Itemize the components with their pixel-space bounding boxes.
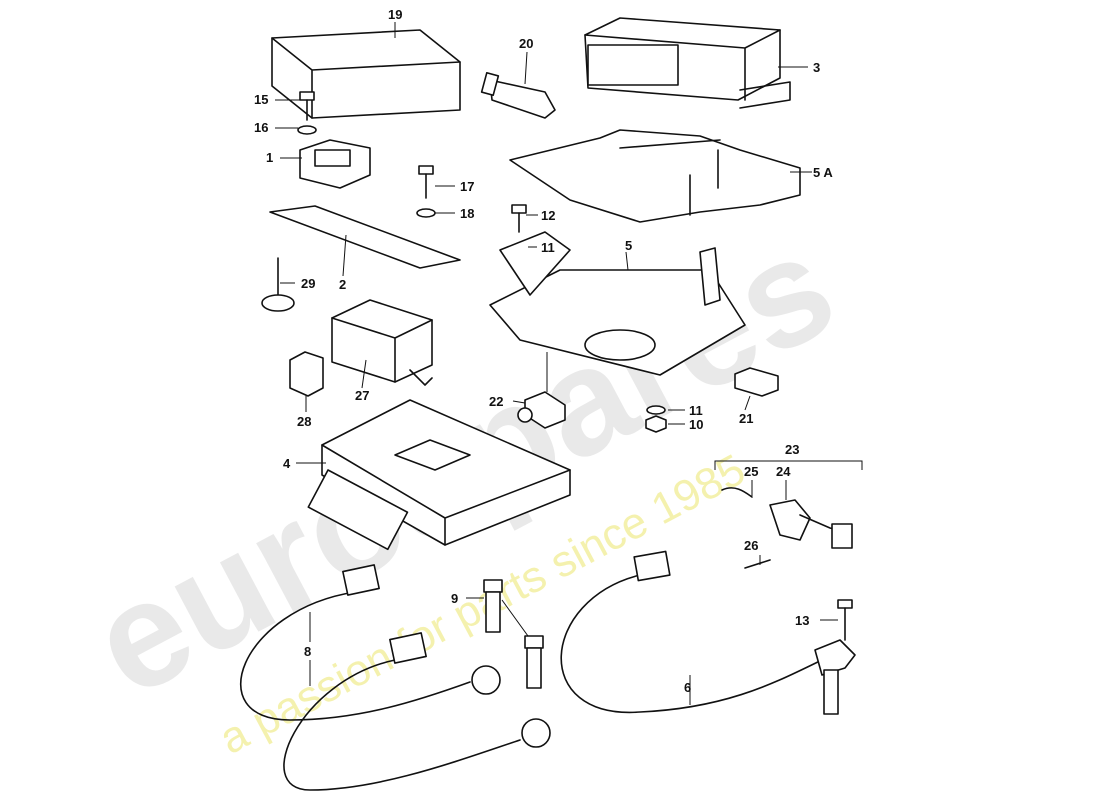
part-10-nut [645, 415, 667, 433]
part-16-washer [297, 125, 317, 135]
part-21-connector [734, 367, 779, 397]
part-5a-mounting-plate [509, 129, 801, 223]
callout-11-top: 11 [541, 240, 555, 255]
part-1-module [299, 139, 371, 189]
callout-29: 29 [301, 276, 315, 291]
callouts: 19 20 3 15 16 1 5 A 17 18 12 11 5 29 2 2… [254, 7, 833, 695]
callout-13: 13 [795, 613, 809, 628]
callout-17: 17 [460, 179, 474, 194]
part-9-bolts [483, 579, 544, 689]
callout-3: 3 [813, 60, 820, 75]
callout-18: 18 [460, 206, 474, 221]
part-26-screw [744, 559, 771, 569]
callout-27: 27 [355, 388, 369, 403]
part-6-speed-sensor-cable [560, 550, 856, 715]
part-8-knock-sensor-cables [239, 564, 551, 791]
callout-25: 25 [744, 464, 758, 479]
callout-5a: 5 A [813, 165, 833, 180]
part-18-washer [416, 208, 436, 218]
part-23-sensor-assembly [714, 460, 863, 549]
callout-2: 2 [339, 277, 346, 292]
part-5-bracket [489, 231, 746, 376]
callout-10: 10 [689, 417, 703, 432]
callout-24: 24 [776, 464, 791, 479]
part-28-relay [289, 351, 324, 397]
callout-21: 21 [739, 411, 753, 426]
callout-20: 20 [519, 36, 533, 51]
part-3-control-unit [584, 17, 791, 109]
callout-15: 15 [254, 92, 268, 107]
callout-5: 5 [625, 238, 632, 253]
part-17-screw [418, 165, 434, 199]
callout-23: 23 [785, 442, 799, 457]
callout-12: 12 [541, 208, 555, 223]
callout-6: 6 [684, 680, 691, 695]
callout-4: 4 [283, 456, 291, 471]
part-11-washer-bottom [646, 405, 666, 415]
callout-8: 8 [304, 644, 311, 659]
callout-19: 19 [388, 7, 402, 22]
part-22-sensor [517, 391, 566, 429]
part-12-bolt [511, 204, 527, 233]
leader-lines [275, 22, 838, 705]
callout-28: 28 [297, 414, 311, 429]
part-13-bolt [837, 599, 853, 641]
part-15-screw [299, 91, 315, 121]
callout-11-bottom: 11 [689, 403, 703, 418]
part-27-relay-box [331, 299, 433, 386]
part-19-foam-block [271, 29, 461, 119]
part-29-pin [261, 257, 295, 312]
callout-16: 16 [254, 120, 268, 135]
callout-1: 1 [266, 150, 273, 165]
part-20-grease-tube [480, 71, 556, 119]
part-2-plate [269, 205, 461, 269]
callout-26: 26 [744, 538, 758, 553]
part-4-ecu [307, 399, 571, 551]
callout-9: 9 [451, 591, 458, 606]
callout-22: 22 [489, 394, 503, 409]
